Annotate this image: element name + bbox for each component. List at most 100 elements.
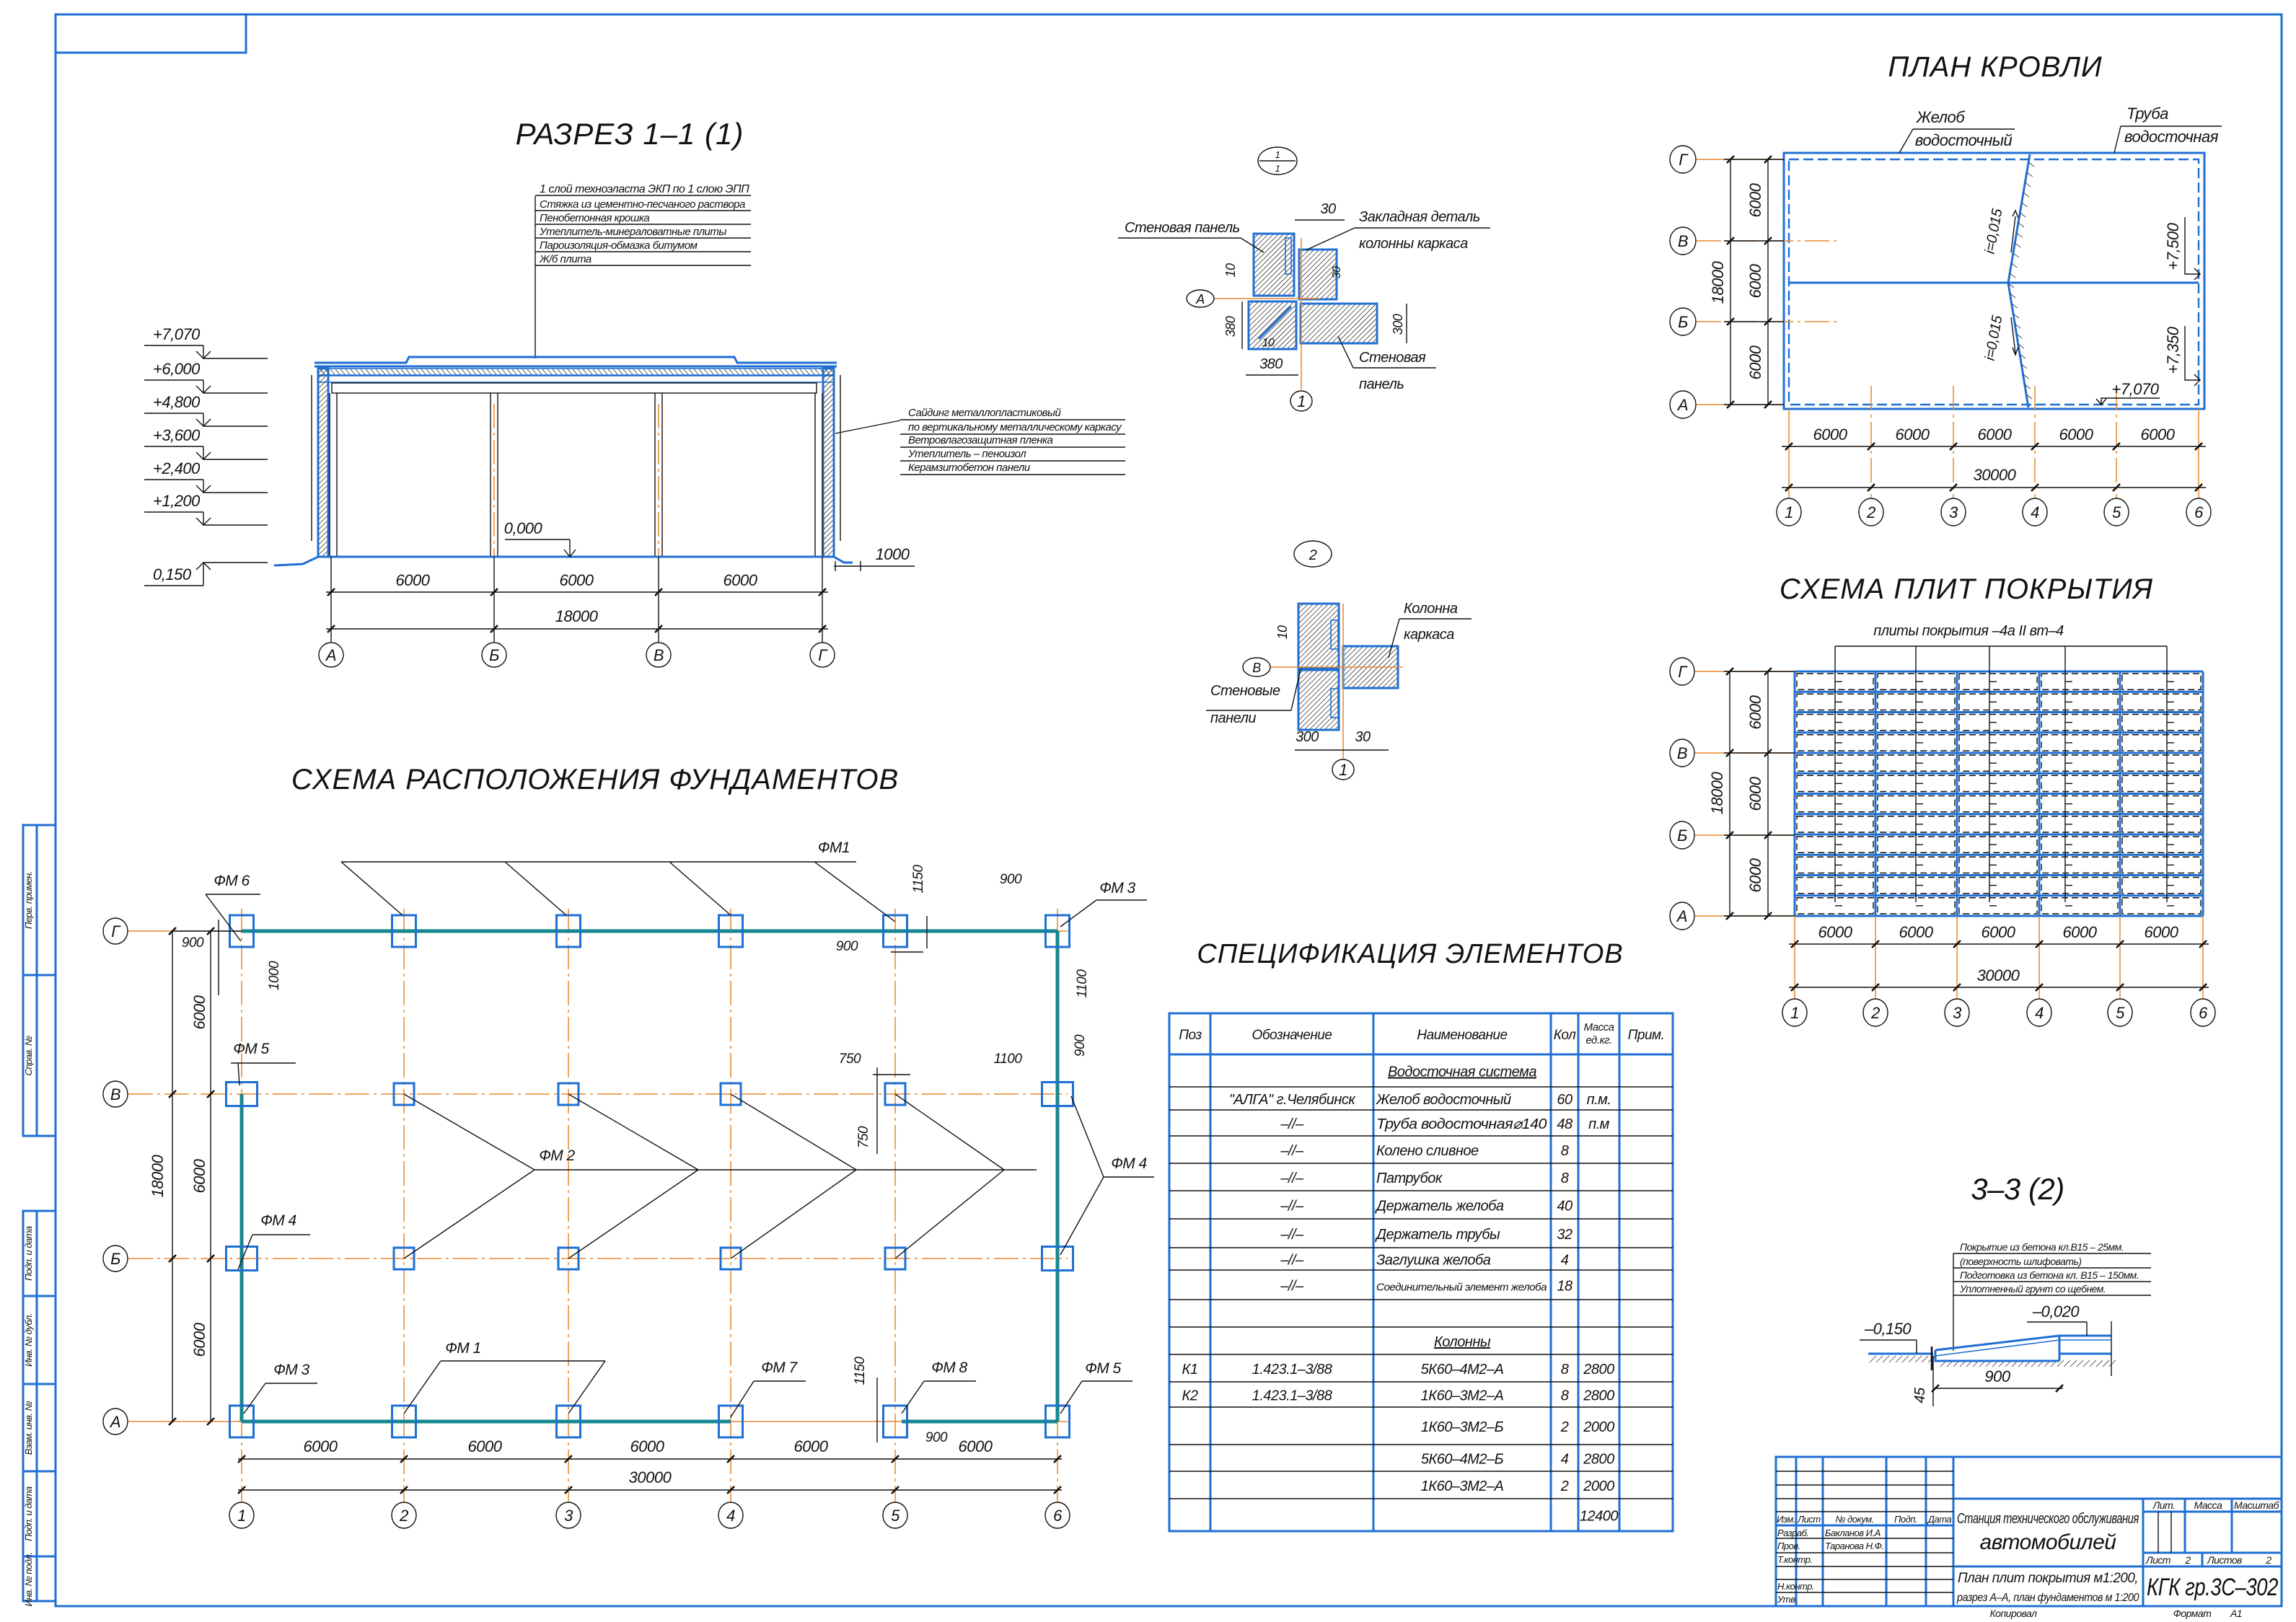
axis-label: 6: [2199, 1004, 2208, 1022]
dimension-label: 30: [1320, 201, 1336, 217]
ground-hatch: [1895, 1355, 1903, 1363]
foundation-mark: ФМ 3: [1099, 880, 1135, 896]
hatch-line: [317, 514, 329, 526]
floor-line: [273, 555, 853, 567]
slab-panel: [2121, 836, 2202, 853]
axis-label: 4: [2035, 1004, 2044, 1022]
hatch-line: [1331, 303, 1372, 344]
slope-hatch: [2015, 242, 2021, 248]
hatch-line: [822, 503, 835, 516]
callout-label: Желоб: [1916, 108, 1966, 126]
table-cell: Патрубок: [1376, 1171, 1443, 1186]
mark-leader: [568, 1360, 606, 1414]
column-header: Лист: [1797, 1514, 1821, 1525]
total-dimension: 30000: [1977, 966, 2020, 984]
hatch-line: [1342, 645, 1384, 687]
slab-panel: [1958, 673, 2038, 690]
insulation-hatch: [754, 369, 760, 375]
field-label: Масштаб: [2234, 1499, 2280, 1511]
title-block-border: [1774, 1455, 2283, 1608]
hatch-line: [317, 368, 329, 379]
axis-label: В: [110, 1085, 120, 1103]
axis-marker-circle: [1242, 657, 1271, 677]
wall-panel-upper: [1297, 602, 1340, 669]
field-value: 2: [2184, 1554, 2191, 1566]
insulation-hatch: [713, 369, 719, 375]
hatch-line: [822, 433, 835, 445]
line: [1305, 227, 1355, 251]
insulation-hatch: [572, 369, 578, 375]
hatch-line: [317, 464, 329, 475]
table-cell: 40: [1557, 1199, 1573, 1215]
foundation-mark: ФМ 6: [214, 873, 250, 889]
table-cell: 8: [1561, 1388, 1569, 1404]
foundation: [557, 1246, 580, 1271]
footer-label: Формат: [2173, 1608, 2212, 1619]
insulation-hatch: [345, 369, 351, 375]
ground-hatch: [1901, 1355, 1909, 1363]
insulation-hatch: [390, 369, 396, 375]
foundation: [1041, 1246, 1074, 1271]
sheet-title: План плит покрытия м1:200,: [1958, 1571, 2138, 1586]
ground-hatch: [2076, 1359, 2084, 1367]
slab-panel: [2121, 897, 2202, 914]
foundation-mark: ФМ 4: [1111, 1155, 1146, 1172]
hatch-line: [1319, 282, 1337, 300]
hatch-line: [1371, 661, 1399, 689]
hatch-line: [317, 408, 329, 420]
hatch-line: [822, 539, 835, 551]
section-1-1: РАЗРЕЗ 1–1 (1)1 слой техноэласта ЭКП по …: [144, 117, 1125, 668]
foundation-mark: ФМ 7: [761, 1359, 798, 1376]
span-dimension: 6000: [304, 1437, 338, 1455]
insulation-hatch: [370, 369, 376, 375]
wall-panel-lower: [1297, 669, 1340, 731]
insulation-hatch: [496, 369, 502, 375]
foundation-dimension: 900: [1073, 1034, 1088, 1057]
foundation: [392, 1246, 415, 1271]
insulation-hatch: [658, 369, 664, 375]
ground-hatch: [2089, 1359, 2097, 1367]
axis-label: 1: [237, 1507, 246, 1525]
insulation-hatch: [739, 369, 744, 375]
mark-leader: [237, 1234, 253, 1270]
insulation-hatch: [643, 369, 648, 375]
stamp-label: Справ. №: [23, 1036, 34, 1076]
ground-hatch: [2063, 1359, 2071, 1367]
slab-panel: [1796, 754, 1874, 772]
frame-border: [54, 13, 2283, 1608]
stamp-label: Подп. и дата: [23, 1486, 34, 1541]
roof-layer-label: Ж/б плита: [539, 253, 591, 265]
hatch-line: [1261, 314, 1297, 350]
slope-hatch: [2026, 172, 2033, 177]
callout-label: колонны каркаса: [1359, 236, 1468, 252]
slab-panel: [2041, 876, 2119, 894]
insulation-hatch: [703, 369, 709, 375]
axis-marker-circle: [646, 642, 672, 668]
slab-panel: [1796, 673, 1874, 690]
span-dimension: 6000: [794, 1437, 829, 1455]
insulation-hatch: [552, 369, 558, 375]
footer-label: Копировал: [1989, 1608, 2037, 1619]
table-cell: –//–: [1280, 1199, 1304, 1215]
hatch-line: [1309, 272, 1337, 300]
table-cell: 2: [1560, 1478, 1569, 1494]
slope-hatch: [2016, 232, 2023, 238]
section-title: РАЗРЕЗ 1–1 (1): [516, 117, 744, 151]
wall-layer-label: Керамзитобетон панели: [908, 462, 1031, 474]
span-dimension: 6000: [2059, 426, 2094, 444]
hatch-line: [317, 449, 329, 460]
hatch-line: [1366, 656, 1399, 689]
insulation-hatch: [355, 369, 361, 375]
foundation-mark: ФМ 1: [445, 1340, 480, 1357]
rect: [1285, 237, 1292, 275]
hatch-line: [1298, 669, 1329, 701]
slope-label: i=0,015: [1982, 207, 2006, 255]
hatch-line: [317, 524, 329, 536]
slab-panel: [2041, 754, 2119, 772]
wall-layer-label: Сайдинг металлопластиковый: [908, 407, 1062, 419]
drawing-frame: [54, 13, 2283, 1608]
